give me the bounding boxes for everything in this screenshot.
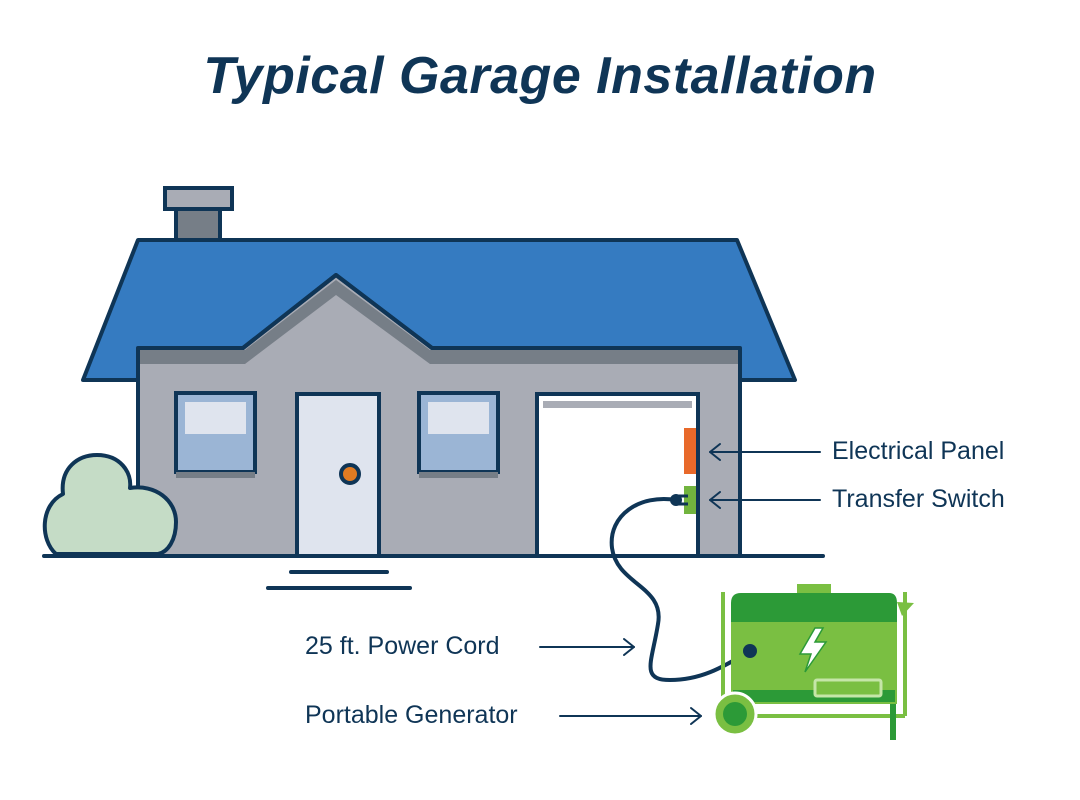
arrow-transfer-switch xyxy=(709,491,821,509)
arrow-electrical-panel xyxy=(709,443,821,461)
generator-outlet xyxy=(743,644,757,658)
power-cord xyxy=(609,497,750,683)
front-door xyxy=(295,392,381,558)
label-portable-generator: Portable Generator xyxy=(305,701,518,729)
bush xyxy=(42,453,178,556)
transfer-switch xyxy=(684,486,696,514)
window-right xyxy=(417,391,500,478)
label-power-cord: 25 ft. Power Cord xyxy=(305,632,500,660)
arrow-power-cord xyxy=(539,638,635,656)
leader-arrows xyxy=(539,443,821,725)
ground-line xyxy=(42,554,825,590)
label-transfer-switch: Transfer Switch xyxy=(832,485,1005,513)
door-knob xyxy=(339,463,361,485)
arrow-portable-generator xyxy=(559,707,702,725)
label-electrical-panel: Electrical Panel xyxy=(832,437,1005,465)
window-left xyxy=(174,391,257,478)
garage-door xyxy=(535,392,700,558)
lightning-icon xyxy=(798,627,828,673)
electrical-panel xyxy=(684,428,696,474)
diagram-title: Typical Garage Installation xyxy=(203,47,877,105)
chimney xyxy=(163,186,234,244)
cord-plug xyxy=(670,494,688,506)
portable-generator xyxy=(712,584,914,740)
